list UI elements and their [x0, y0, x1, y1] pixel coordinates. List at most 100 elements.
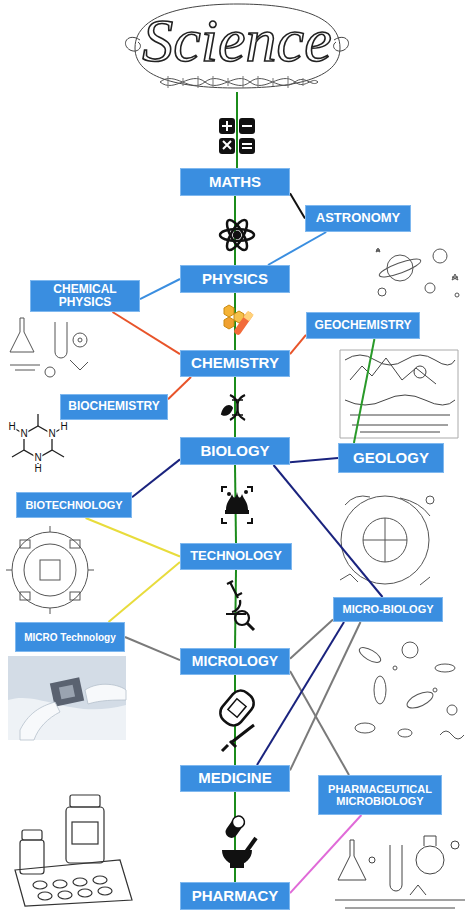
- box-text: BIOCHEMISTRY: [68, 400, 160, 413]
- connector-line: [125, 637, 180, 660]
- astronomy-sketch: [455, 293, 459, 297]
- atom-label: N: [19, 429, 28, 439]
- microbes-sketch: [355, 723, 375, 733]
- microbes-sketch: [374, 676, 386, 704]
- lab-sketch: [335, 900, 465, 908]
- topic-box: BIOTECHNOLOGY: [16, 492, 132, 518]
- connector-group: [235, 293, 236, 350]
- bacteria-icon: [225, 510, 249, 514]
- pharmacy-icon: [246, 838, 256, 852]
- connector-line: [257, 622, 344, 765]
- title-banner: [160, 79, 318, 86]
- technology-sketch: [20, 540, 30, 548]
- geology-circle-sketch: [426, 496, 434, 504]
- box-text: MICRO Technology: [24, 632, 115, 643]
- box-text: MICRO-BIOLOGY: [342, 603, 433, 615]
- pills-sketch: [66, 807, 104, 863]
- chemistry-icon: [224, 305, 234, 317]
- connector-group: [235, 570, 236, 648]
- technology-sketch: [6, 526, 94, 614]
- chemistry-sketch: [73, 333, 87, 347]
- astronomy-sketch: [378, 256, 423, 280]
- microchip-photo: [8, 656, 126, 740]
- topic-box: BIOLOGY: [180, 437, 290, 465]
- geology-circle-sketch: [363, 518, 407, 562]
- chemistry-icon: [233, 311, 254, 336]
- atom-icon: [220, 217, 254, 252]
- atom-label: N: [33, 453, 42, 463]
- pills-sketch: [72, 822, 98, 844]
- connector-line: [268, 232, 326, 265]
- astronomy-sketch: [376, 248, 380, 252]
- microscope-icon: [226, 581, 254, 630]
- connector-group: [268, 232, 326, 265]
- bacteria-icon: [222, 487, 252, 523]
- astronomy-sketch: [376, 248, 459, 297]
- connector-line: [290, 335, 306, 354]
- geology-sketch: [350, 415, 450, 432]
- diagram-title: Science: [0, 6, 474, 74]
- connector-line: [234, 196, 236, 265]
- microchip-photo: [8, 656, 126, 740]
- box-text: MATHS: [209, 174, 261, 191]
- connector-group: [168, 377, 191, 399]
- dna-icon: [222, 406, 232, 415]
- calculator-icon: [239, 138, 255, 154]
- topic-box: MICRO Technology: [15, 622, 125, 652]
- microbes-sketch: [405, 689, 435, 712]
- dna-icon: [222, 395, 245, 420]
- connector-line: [290, 815, 361, 893]
- connector-group: [235, 196, 236, 265]
- topic-box: PHARMACY: [180, 882, 290, 910]
- technology-sketch: [40, 560, 60, 580]
- microbes-sketch: [355, 642, 464, 739]
- lab-sketch: [451, 841, 459, 849]
- box-text: CHEMICAL PHYSICS: [34, 283, 136, 309]
- box-text: PHYSICS: [202, 271, 268, 288]
- lab-sketch: [416, 846, 444, 874]
- topic-box: MEDICINE: [180, 765, 290, 792]
- connector-line: [290, 193, 305, 218]
- pills-sketch: [73, 878, 87, 886]
- box-text: MICROLOGY: [192, 654, 278, 669]
- connector-group: [109, 562, 181, 622]
- box-text: PHARMACY: [192, 888, 279, 905]
- lab-sketch: [410, 885, 426, 895]
- microscope-icon: [235, 611, 249, 625]
- connector-group: [290, 671, 349, 775]
- pills-sketch: [98, 887, 112, 895]
- connector-line: [113, 312, 181, 354]
- chemistry-sketch: [10, 365, 40, 370]
- pills-sketch: [15, 795, 132, 906]
- medicine-icon: [216, 686, 258, 751]
- pills-sketch: [70, 795, 100, 807]
- microbes-sketch: [433, 688, 437, 692]
- atom-icon: [223, 217, 250, 252]
- chemistry-sketch: [70, 360, 88, 370]
- connector-line: [354, 339, 375, 443]
- atom-label: H: [59, 422, 68, 432]
- chemistry-icon: [243, 311, 253, 322]
- medicine-icon: [222, 725, 254, 751]
- title-banner: [168, 76, 303, 88]
- box-text: BIOLOGY: [200, 443, 269, 460]
- connector-line: [290, 622, 361, 770]
- lab-sketch: [369, 857, 375, 863]
- atom-label: N: [47, 429, 56, 439]
- connector-line: [109, 562, 181, 622]
- box-text: ASTRONOMY: [316, 211, 401, 225]
- box-text: GEOLOGY: [353, 450, 429, 467]
- technology-sketch: [24, 544, 76, 596]
- atom-label: H: [7, 422, 16, 432]
- connector-group: [290, 622, 361, 770]
- molecule-bonds: [12, 414, 64, 469]
- box-text: BIOTECHNOLOGY: [25, 499, 122, 511]
- calculator-icon: [219, 118, 255, 154]
- microbes-sketch: [402, 642, 418, 658]
- connector-line: [235, 570, 236, 648]
- microscope-icon: [247, 623, 254, 630]
- topic-box: TECHNOLOGY: [180, 543, 292, 570]
- lab-sketch: [424, 836, 436, 846]
- geology-circle-sketch: [340, 574, 430, 585]
- topic-box: PHARMACEUTICAL MICROBIOLOGY: [318, 775, 442, 815]
